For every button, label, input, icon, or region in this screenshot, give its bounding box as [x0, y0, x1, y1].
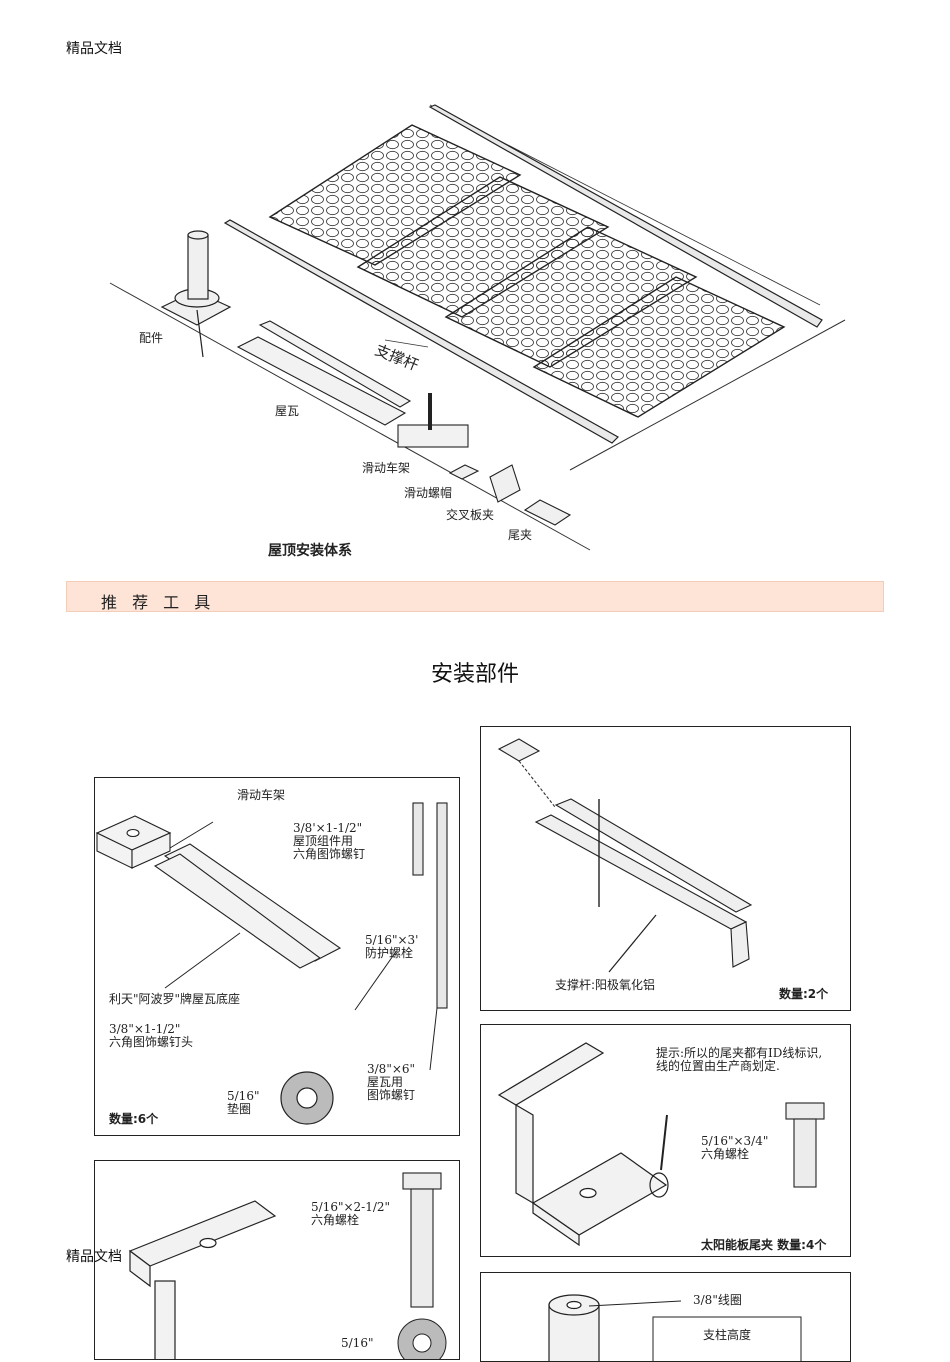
- post-illustration: [548, 1294, 802, 1361]
- document-header-label: 精品文档: [66, 41, 122, 57]
- kit-base: 利天"阿波罗"牌屋瓦底座: [109, 992, 241, 1006]
- rail-illustration: [497, 738, 753, 973]
- panel-mid-clamp: 5/16"×2-1/2" 六角螺栓 5/16": [94, 1160, 460, 1360]
- mid-clamp-bolt: 5/16"×2-1/2" 六角螺栓: [311, 1200, 391, 1227]
- panel-end-clamp: 提示:所以的尾夹都有ID线标识, 线的位置由生产商划定. 5/16"×3/4" …: [480, 1024, 851, 1257]
- kit-title: 滑动车架: [237, 788, 286, 802]
- recommended-tools-title: 推 荐 工 具: [101, 593, 216, 612]
- kit-bolt-a: 3/8'×1-1/2" 屋顶组件用 六角图饰螺钉: [293, 821, 366, 861]
- mounting-kit-illustration: [95, 802, 448, 1125]
- kit-bolt-d: 3/8"×6" 屋瓦用 图饰螺钉: [367, 1062, 416, 1102]
- rail-label: 支撑杆:阳极氧化铝: [555, 978, 656, 992]
- panel-rail: 支撑杆:阳极氧化铝 数量:2个: [480, 726, 851, 1011]
- kit-quantity: 数量:6个: [109, 1112, 159, 1126]
- section-title: 安装部件: [430, 662, 519, 687]
- panel-post: 3/8"线圈 支柱高度: [480, 1272, 851, 1362]
- panel-mounting-kit: 滑动车架 3/8'×1-1/2" 屋顶组件用 六角图饰螺钉 5/16"×3' 防…: [94, 777, 460, 1136]
- rail-quantity: 数量:2个: [779, 987, 829, 1001]
- kit-bolt-c: 3/8"×1-1/2" 六角图饰螺钉头: [109, 1022, 194, 1049]
- label-sliding-bracket: 滑动车架: [362, 461, 411, 475]
- label-fitting: 配件: [139, 331, 164, 345]
- label-roof-tile: 屋瓦: [275, 404, 300, 418]
- recommended-tools-bar: 推 荐 工 具: [66, 581, 884, 612]
- post-height-label: 支柱高度: [703, 1328, 752, 1342]
- kit-bolt-b: 5/16"×3' 防护螺栓: [365, 933, 419, 960]
- end-clamp-bolt: 5/16"×3/4" 六角螺栓: [701, 1134, 769, 1161]
- roof-mounting-system-illustration: [109, 104, 846, 551]
- kit-washer: 5/16" 垫圈: [227, 1089, 260, 1116]
- document-footer-label: 精品文档: [66, 1249, 122, 1265]
- mid-clamp-illustration: [128, 1172, 447, 1359]
- label-end-clamp: 尾夹: [508, 528, 533, 542]
- label-sliding-nut: 滑动螺帽: [404, 486, 453, 500]
- end-clamp-illustration: [497, 1042, 825, 1247]
- end-clamp-quantity: 太阳能板尾夹 数量:4个: [701, 1238, 827, 1252]
- end-clamp-tip: 提示:所以的尾夹都有ID线标识, 线的位置由生产商划定.: [656, 1046, 823, 1073]
- system-caption: 屋顶安装体系: [268, 543, 352, 559]
- mid-clamp-washer: 5/16": [341, 1336, 374, 1350]
- post-ring-label: 3/8"线圈: [693, 1293, 742, 1307]
- label-cross-clamp: 交叉板夹: [446, 508, 495, 522]
